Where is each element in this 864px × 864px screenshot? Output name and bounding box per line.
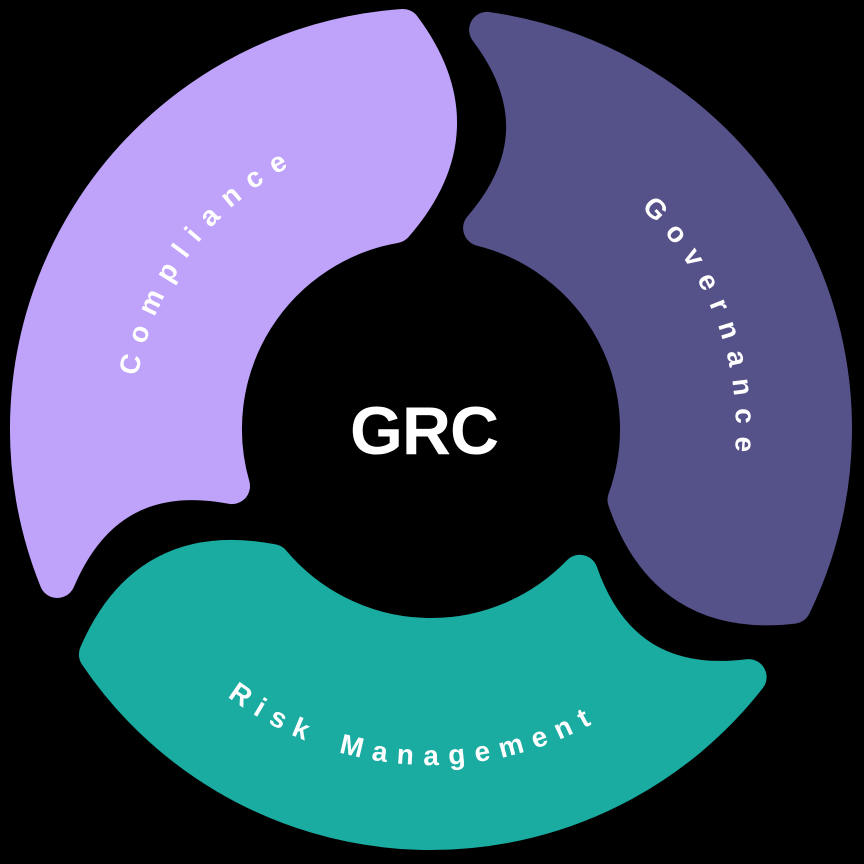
segment-governance xyxy=(463,11,853,626)
segment-compliance xyxy=(9,9,457,598)
center-label: GRC xyxy=(350,393,498,469)
segments-group xyxy=(9,9,853,851)
segment-risk-management xyxy=(78,539,767,851)
